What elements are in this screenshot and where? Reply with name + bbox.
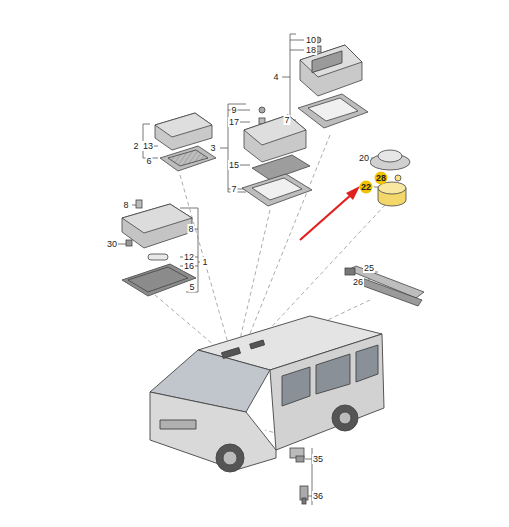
callout-number: 16 — [183, 261, 195, 271]
callout-number: 22 — [360, 181, 373, 194]
callout-number: 5 — [188, 282, 195, 292]
callout-number: 26 — [352, 277, 364, 287]
callout-number: 10 — [305, 35, 317, 45]
callout-number: 1 — [201, 257, 208, 267]
callout-number: 13 — [142, 141, 154, 151]
callout-number: 30 — [106, 239, 118, 249]
callout-number: 9 — [230, 105, 237, 115]
callout-number: 3 — [209, 143, 216, 153]
callout-number: 4 — [272, 72, 279, 82]
callout-number: 36 — [312, 491, 324, 501]
callout-number: 7 — [230, 184, 237, 194]
callout-number: 8 — [122, 200, 129, 210]
callout-number: 15 — [228, 160, 240, 170]
callout-number: 2 — [132, 141, 139, 151]
callout-number: 8 — [187, 224, 194, 234]
callout-number: 35 — [312, 454, 324, 464]
callout-number: 25 — [363, 263, 375, 273]
callout-number: 7 — [283, 115, 290, 125]
callout-number: 28 — [375, 172, 388, 185]
callout-number: 20 — [358, 153, 370, 163]
callout-number: 18 — [305, 45, 317, 55]
callout-number: 17 — [228, 117, 240, 127]
callout-number: 6 — [145, 156, 152, 166]
